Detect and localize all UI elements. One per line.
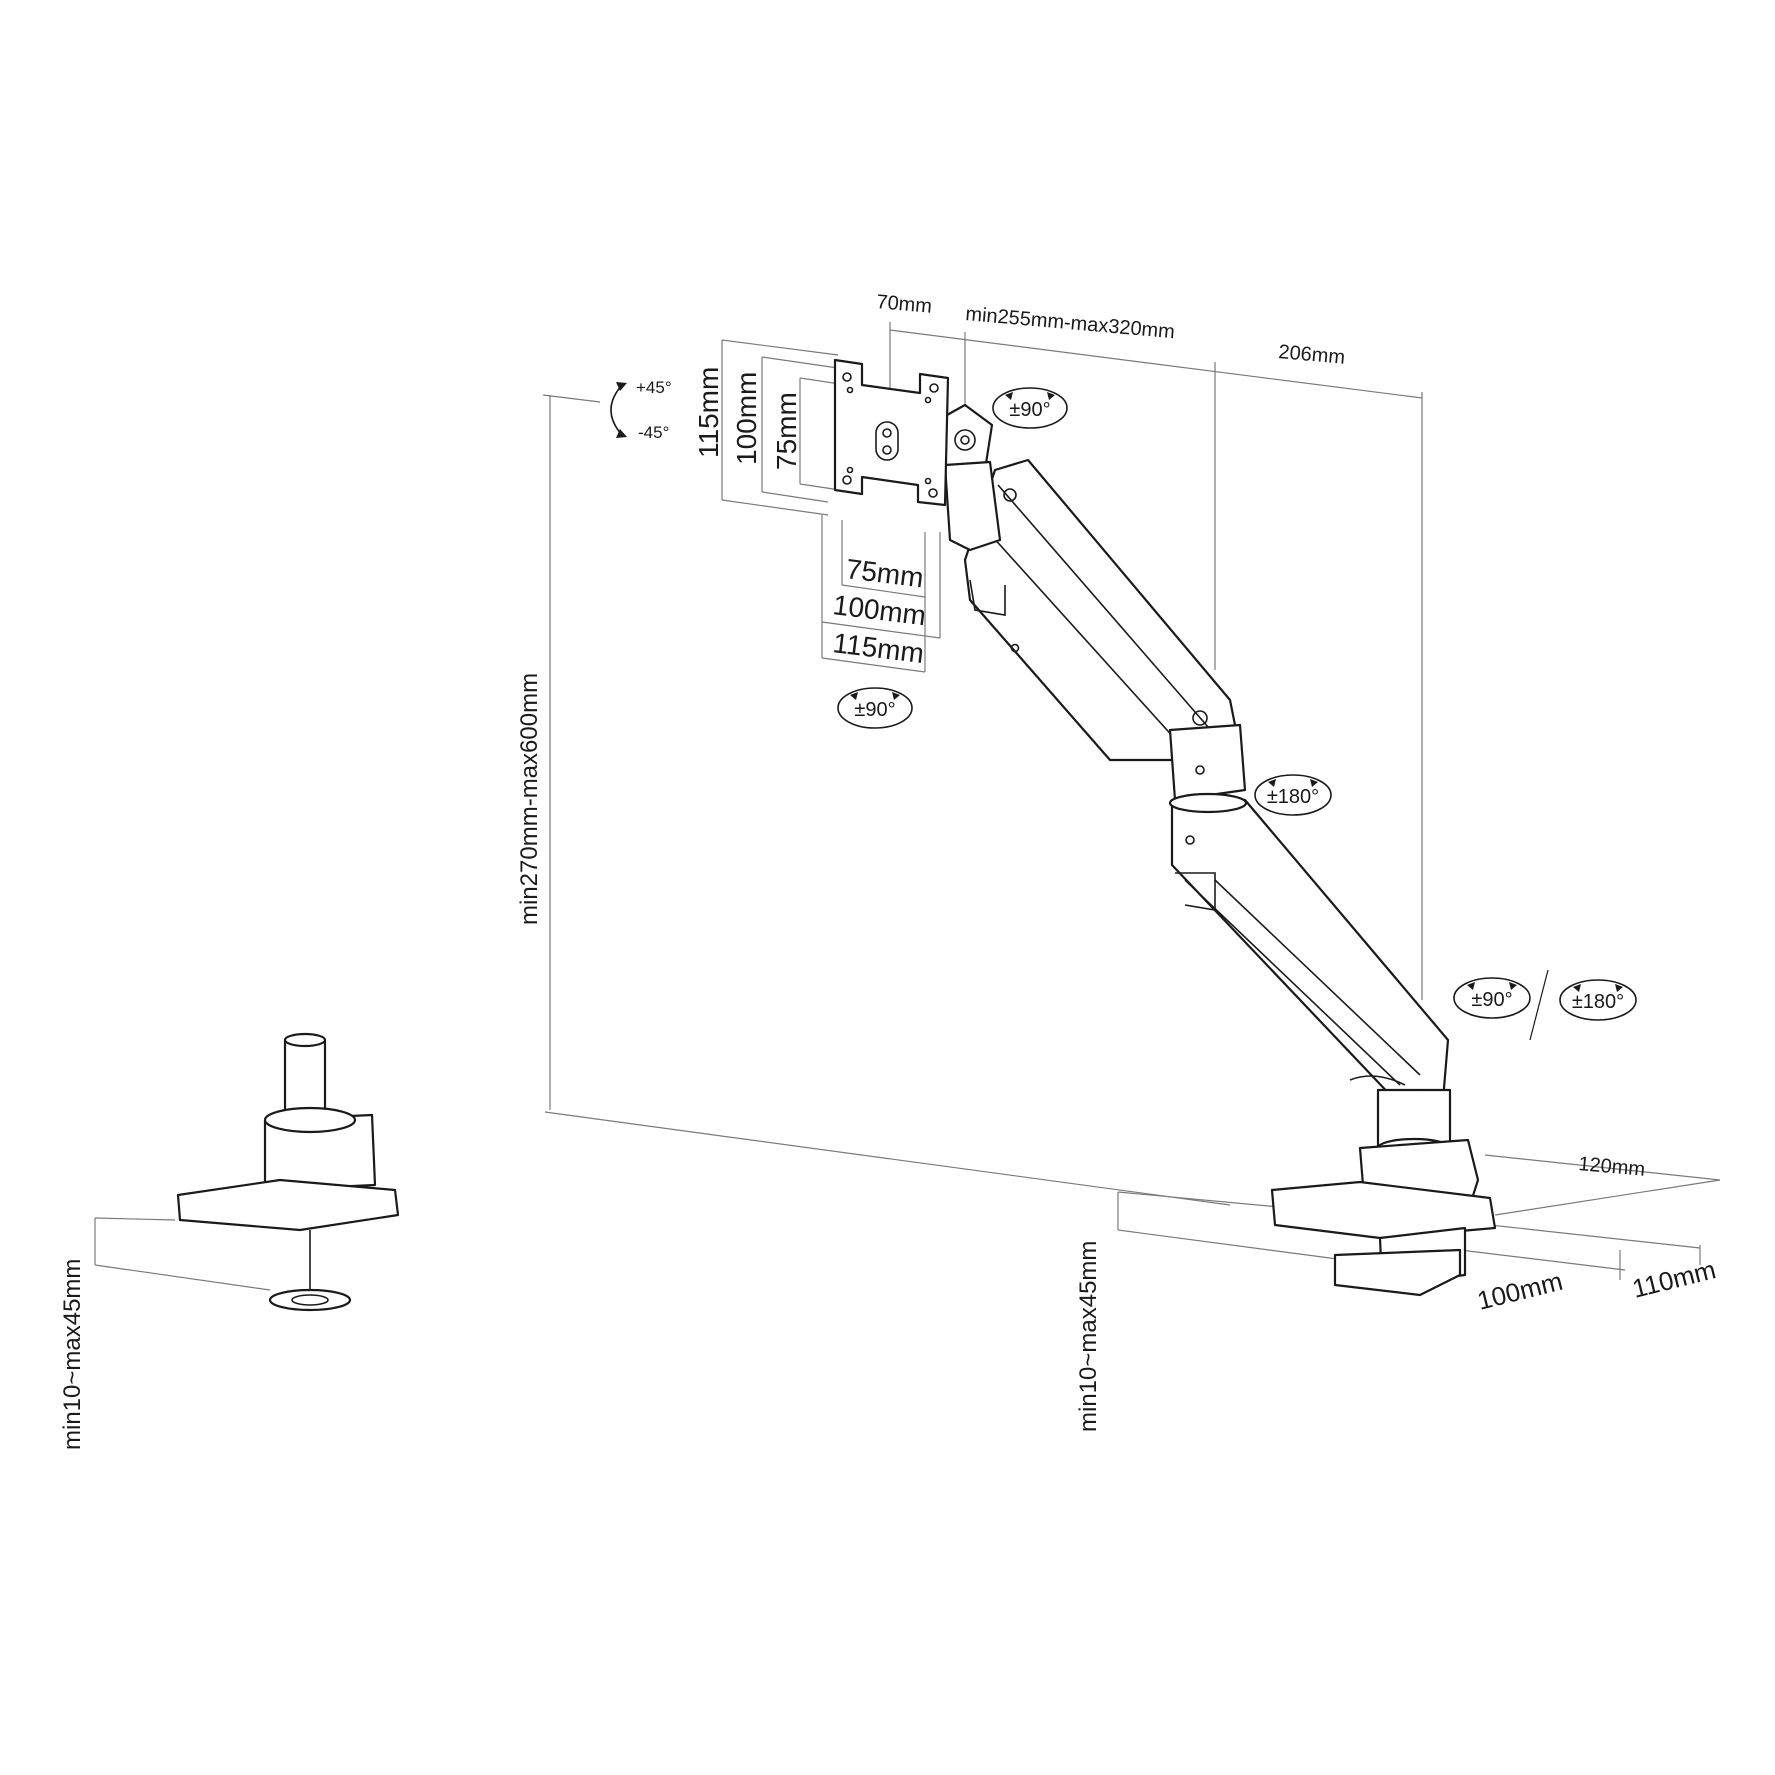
label-vesa-v-100: 100mm [731,372,762,465]
label-grommet-110: 110mm [1629,1254,1719,1304]
elbow-swivel-badge: ±180° [1254,774,1332,816]
label-vesa-offset: 70mm [876,291,933,318]
elbow-joint [1168,723,1248,814]
base-swivel-a-text: ±90° [1471,989,1512,1011]
base-swivel-a-badge: ±90° [1453,977,1531,1019]
label-desk-thickness-main: min10~max45mm [1075,1241,1102,1432]
label-vesa-v-115: 115mm [693,367,724,458]
label-desk-thickness-grommet: min10~max45mm [59,1259,86,1450]
label-tilt-up: +45° [636,378,672,397]
swivel-head-badge: ±90° [992,387,1068,429]
dimension-lines [94,322,1721,1291]
lower-arm [1170,798,1450,1114]
desk-clamp [1270,1138,1497,1297]
elbow-swivel-text: ±180° [1267,786,1319,808]
label-vesa-h-115: 115mm [831,627,925,669]
label-vesa-v-75: 75mm [771,392,802,470]
tilt-head [933,403,1002,552]
base-swivel-b-badge: ±180° [1559,979,1637,1021]
rotation-plate-badge: ±90° [837,687,913,729]
label-height-range: min270mm-max600mm [516,673,543,925]
base-swivel-b-text: ±180° [1572,991,1624,1013]
tilt-arc-icon [610,382,627,438]
grommet-mount [176,1032,400,1312]
rotation-plate-text: ±90° [854,699,895,721]
label-arm-reach: min255mm-max320mm [965,303,1176,343]
label-tilt-down: -45° [638,423,669,442]
upper-arm [963,458,1242,762]
vesa-plate [833,358,950,507]
swivel-head-text: ±90° [1009,399,1050,421]
dimension-labels: 70mm min255mm-max320mm 206mm min270mm-ma… [59,291,1719,1450]
label-grommet-100: 100mm [1474,1266,1565,1316]
monitor-arm [833,358,1497,1297]
label-base-offset: 206mm [1278,341,1346,369]
label-clamp-depth: 120mm [1578,1153,1646,1181]
